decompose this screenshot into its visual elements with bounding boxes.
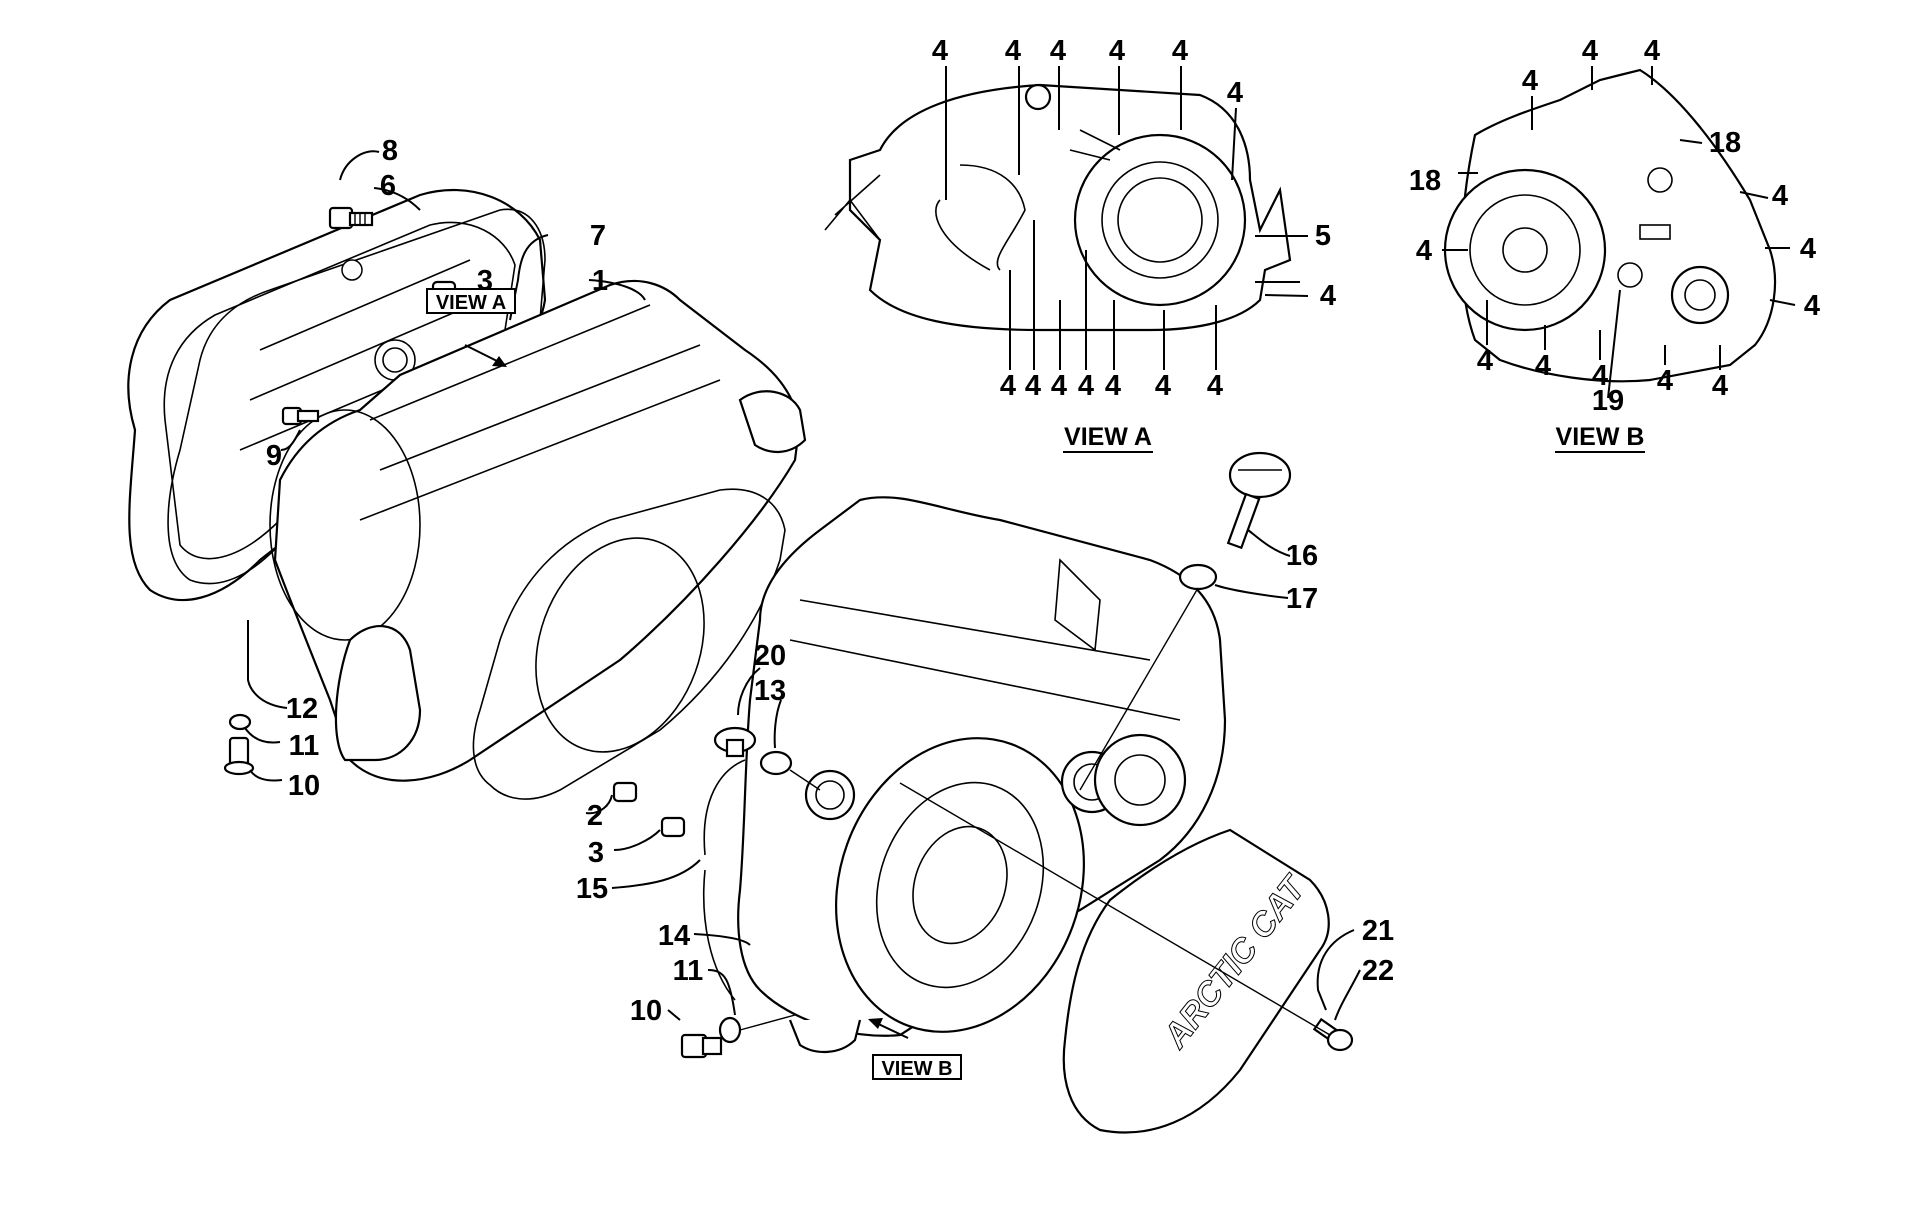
callout-15: 15 [576,873,608,905]
part-callouts: 8 6 7 1 3 9 12 11 10 2 3 15 14 11 10 20 … [266,127,1741,1027]
callout-4: 4 [1025,370,1041,402]
dipstick [1226,451,1292,550]
callout-17: 17 [1286,583,1318,615]
callout-4: 4 [1582,35,1598,67]
callout-4: 4 [1800,233,1816,265]
callout-11: 11 [289,730,320,762]
leader-lines [244,139,1703,1036]
view-a-caption-text: VIEW A [1064,423,1152,451]
callout-4: 4 [1207,370,1223,402]
callout-4: 4 [1712,370,1728,402]
o-ring [1178,563,1218,591]
callout-4: 4 [932,35,948,67]
callout-4: 4 [1155,370,1171,402]
callout-11: 11 [673,955,704,987]
callout-14: 14 [658,920,690,952]
callout-4: 4 [1320,280,1336,312]
callout-10: 10 [630,995,662,1027]
view-a-caption: VIEW A [1063,423,1153,453]
callout-10: 10 [288,770,320,802]
callout-4: 4 [1105,370,1121,402]
stud-9 [281,406,320,426]
view-a-arrow [464,344,507,367]
callout-4: 4 [1804,290,1820,322]
dowel-pin [660,816,686,838]
callout-4: 4 [1644,35,1660,67]
callout-2: 2 [587,800,603,832]
callout-4: 4 [1005,35,1021,67]
view-a-drawing [824,83,1292,332]
callout-16: 16 [1286,540,1318,572]
callout-4: 4 [1416,235,1432,267]
callout-4: 4 [1109,35,1125,67]
callout-12: 12 [286,693,318,725]
callout-18: 18 [1709,127,1741,159]
callout-7: 7 [590,220,606,252]
callout-4: 4 [1522,65,1538,97]
callout-4: 4 [1051,370,1067,402]
callout-4: 4 [1772,180,1788,212]
plug-20 [713,726,757,758]
callout-4: 4 [1078,370,1094,402]
crankcase-cover [737,496,1227,1054]
view-a-tag: VIEW A [426,288,516,314]
inner-cover-gasket [472,488,786,800]
screw-22 [1312,1017,1354,1052]
callout-1: 1 [592,265,608,297]
callout-4: 4 [1535,350,1551,382]
bolt-10 [223,736,255,776]
callout-8: 8 [382,135,398,167]
view-b-arrow [868,1018,909,1039]
callout-22: 22 [1362,955,1394,987]
cover-gasket [702,759,746,1001]
view-b-caption: VIEW B [1555,423,1645,453]
bolt-10 [680,1033,723,1059]
view-b-tag: VIEW B [872,1054,962,1080]
cover-gasket [167,208,546,585]
callout-4: 4 [1227,77,1243,109]
callout-4: 4 [1592,360,1608,392]
washer [718,1016,742,1044]
callout-9: 9 [266,440,282,472]
callout-20: 20 [754,640,786,672]
callout-4: 4 [1000,370,1016,402]
callout-13: 13 [754,675,786,707]
view-b-caption-text: VIEW B [1556,423,1645,451]
clutch-inner-cover [269,259,807,782]
view-b-drawing [1443,68,1777,383]
dowel-pin [612,781,638,803]
callout-5: 5 [1315,220,1331,252]
callout-19: 19 [1592,385,1624,417]
callout-4: 4 [1657,365,1673,397]
callout-4: 4 [1477,345,1493,377]
washer [228,713,252,731]
bolt-8 [328,206,374,230]
callout-21: 21 [1362,915,1394,947]
view-a-tag-text: VIEW A [436,292,506,314]
bolt-callouts-view-b: 4 4 4 4 4 4 4 4 4 4 4 4 [1416,35,1820,402]
callout-4: 4 [1172,35,1188,67]
view-b-tag-text: VIEW B [881,1058,952,1080]
callout-3: 3 [588,837,604,869]
o-ring [759,750,793,776]
callout-4: 4 [1050,35,1066,67]
bolt-callouts-view-a: 4 4 4 4 4 4 4 4 4 4 4 4 4 4 5 [932,35,1336,402]
callout-6: 6 [380,170,396,202]
callout-18: 18 [1409,165,1441,197]
